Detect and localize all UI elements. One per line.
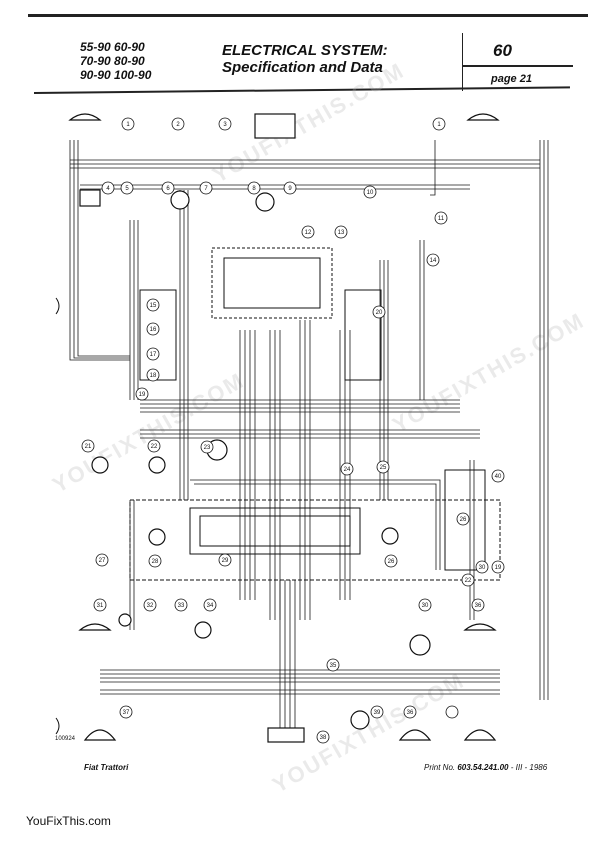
site-credit: YouFixThis.com [26, 814, 111, 828]
relay-panel [129, 247, 501, 581]
footer-brand: Fiat Trattori [84, 763, 129, 772]
model-list: 55-90 60-90 70-90 80-90 90-90 100-90 [80, 40, 151, 82]
section-box-divider [463, 65, 573, 67]
model-line-3: 90-90 100-90 [80, 68, 152, 82]
wire-bundle [69, 140, 549, 740]
component-label: 1 [126, 122, 130, 128]
component-label: 18 [150, 373, 157, 379]
component-label: 16 [150, 327, 157, 333]
component-label: 38 [320, 735, 327, 741]
page-number: page 21 [491, 73, 532, 85]
component-label: 4 [106, 186, 110, 192]
component-label: 21 [85, 444, 92, 450]
top-rule [28, 14, 588, 17]
component-label: 26 [388, 559, 395, 565]
footer-print-info: Print No. 603.54.241.00 - III - 1986 [424, 763, 547, 772]
component-label: 13 [338, 230, 345, 236]
component-label: 8 [252, 186, 256, 192]
title-line-2: Specification and Data [222, 59, 383, 76]
component-label: 28 [152, 559, 159, 565]
print-number: 603.54.241.00 [457, 763, 509, 772]
print-prefix: Print No. [424, 763, 458, 772]
component-label: 10 [367, 190, 374, 196]
component-label: 7 [204, 186, 208, 192]
title-line-1: ELECTRICAL SYSTEM: [222, 42, 388, 59]
component-label: 39 [374, 710, 381, 716]
component-label: 2 [176, 122, 180, 128]
callout-numbers: 1 2 3 1 4 5 6 7 8 9 10 11 12 13 14 15 16… [55, 122, 502, 742]
component-label: 6 [166, 186, 170, 192]
section-box: 60 page 21 [462, 33, 573, 91]
component-label: 29 [222, 558, 229, 564]
component-label: 3 [223, 122, 227, 128]
component-label: 22 [151, 444, 158, 450]
figure-code: 100924 [55, 736, 76, 742]
component-label: 33 [178, 603, 185, 609]
print-suffix: - III - 1986 [508, 763, 548, 772]
component-label: 9 [288, 186, 292, 192]
component-label: 35 [330, 663, 337, 669]
section-number: 60 [493, 41, 512, 60]
model-line-2: 70-90 80-90 [80, 54, 145, 68]
component-label: 34 [207, 603, 214, 609]
component-label: 12 [305, 230, 312, 236]
component-label: 40 [495, 474, 502, 480]
component-label: 23 [204, 445, 211, 451]
page-title: ELECTRICAL SYSTEM: Specification and Dat… [222, 42, 388, 76]
component-label: 37 [123, 710, 130, 716]
component-label: 26 [460, 517, 467, 523]
component-label: 30 [479, 565, 486, 571]
component-label: 5 [125, 186, 129, 192]
component-label: 19 [495, 565, 502, 571]
component-label: 25 [380, 465, 387, 471]
component-label: 11 [438, 216, 445, 222]
component-label: 31 [97, 603, 104, 609]
model-line-1: 55-90 60-90 [80, 40, 145, 54]
component-label: 24 [344, 467, 351, 473]
callout-labels [81, 117, 505, 744]
component-label: 22 [465, 578, 472, 584]
wiring-diagram: 1 2 3 1 4 5 6 7 8 9 10 11 12 13 14 15 16… [55, 113, 549, 744]
component-label: 14 [430, 258, 437, 264]
component-label: 17 [150, 352, 157, 358]
fuse-box [189, 507, 361, 555]
component-label: 1 [437, 122, 441, 128]
component-label: 27 [99, 558, 106, 564]
component-symbols [68, 113, 500, 743]
marker-arc [55, 297, 60, 735]
component-label: 30 [422, 603, 429, 609]
component-label: 36 [475, 603, 482, 609]
component-label: 36 [407, 710, 414, 716]
component-label: 15 [150, 303, 157, 309]
component-label: 32 [147, 603, 154, 609]
component-label: 19 [139, 392, 146, 398]
component-label: 20 [376, 310, 383, 316]
